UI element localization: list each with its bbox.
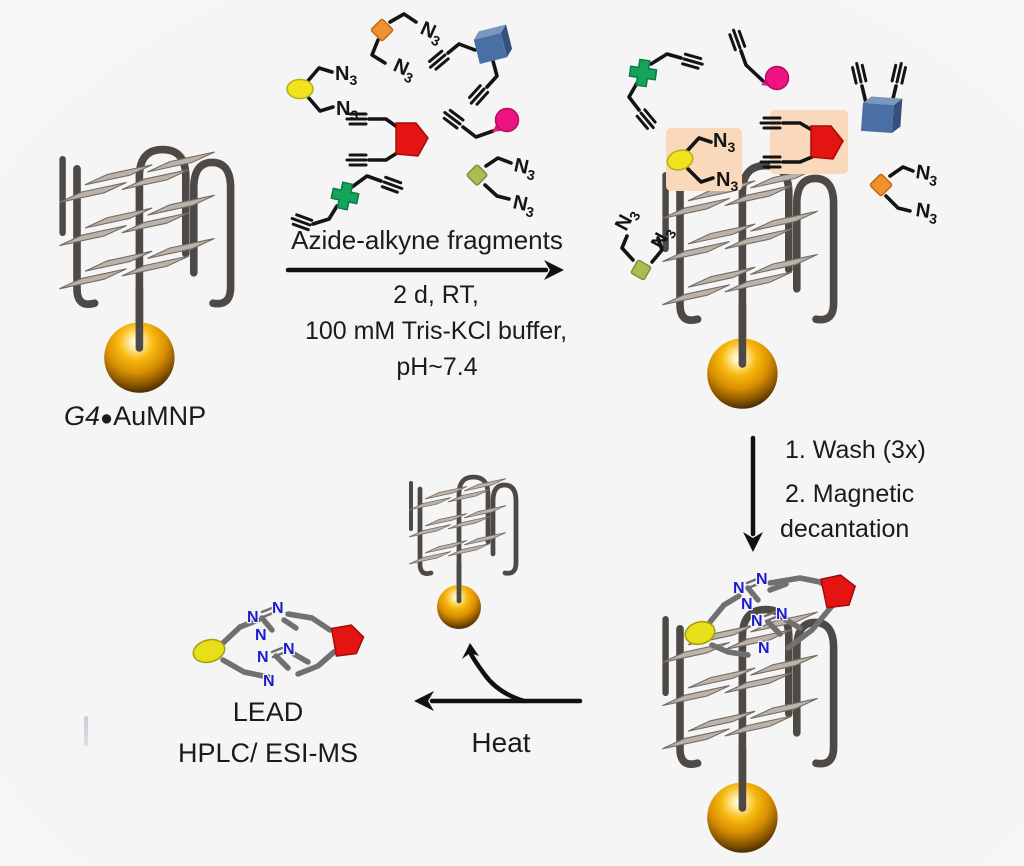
red-pentagon-icon — [330, 624, 365, 657]
blue-block-icon — [473, 24, 513, 64]
azide-label: N3 — [914, 161, 940, 189]
red-pentagon-icon — [395, 122, 429, 157]
fragment-green-bis-alkyne — [288, 174, 406, 232]
edge-artifact — [84, 716, 88, 746]
triazole-n: N — [758, 640, 770, 657]
g4-aumnp-left — [59, 150, 230, 393]
triazole-n: N — [756, 571, 768, 588]
yellow-ellipse-icon — [684, 620, 716, 646]
pink-teardrop-icon — [492, 107, 520, 133]
wash-step-label: 1. Wash (3x) — [785, 436, 926, 464]
fragment-yellow-bis-azide: N3 N3 — [286, 63, 358, 123]
lead-molecule-free: N N N N N N — [192, 599, 365, 691]
g4-label-rest: AuMNP — [113, 401, 207, 431]
triazole-n: N — [751, 613, 763, 630]
reaction-arrow-right — [285, 260, 564, 280]
azide-label: N3 — [511, 154, 538, 183]
triazole-n: N — [283, 641, 295, 658]
olive-diamond-icon — [630, 259, 652, 281]
fragment-red-bis-alkyne — [345, 112, 429, 167]
red-pentagon-icon — [810, 125, 844, 160]
fragment-green-bis-alkyne-2 — [627, 52, 706, 133]
blue-block-icon — [860, 96, 903, 134]
azide-label: N3 — [335, 63, 357, 88]
hplc-esi-ms-label: HPLC/ ESI-MS — [177, 738, 359, 768]
condition-ph: pH~7.4 — [396, 353, 478, 381]
bullet-icon: ● — [100, 405, 114, 430]
condition-buffer: 100 mM Tris-KCl buffer, — [304, 317, 568, 345]
condition-time-temp: 2 d, RT, — [393, 281, 479, 309]
yellow-ellipse-icon — [192, 638, 226, 664]
pink-teardrop-icon — [761, 65, 790, 91]
triazole-n: N — [255, 627, 267, 644]
g4-aumnp-bottom-right — [662, 610, 833, 853]
yellow-ellipse-icon — [286, 78, 314, 100]
magnetic-step-label: 2. Magnetic — [785, 480, 915, 508]
lead-bound-on-g4: N N N N N N — [684, 570, 857, 658]
fragment-orange-bis-azide: N3 N3 — [370, 12, 447, 86]
olive-diamond-icon — [466, 164, 488, 186]
azide-label: N3 — [713, 130, 735, 155]
heat-arrow-left — [414, 643, 583, 711]
fragment-red-bis-alkyne-selected — [759, 110, 848, 174]
azide-label: N3 — [611, 204, 644, 236]
azide-label: N3 — [510, 191, 537, 220]
fragment-blue-bis-alkyne-2 — [850, 60, 908, 134]
azide-alkyne-fragments-label: Azide-alkyne fragments — [291, 225, 563, 255]
red-pentagon-icon — [820, 574, 857, 609]
g4-aumnp-top-right — [662, 166, 833, 409]
azide-label: N3 — [716, 169, 738, 194]
triazole-n: N — [776, 606, 788, 623]
g4-aumnp-label: G4●AuMNP — [64, 401, 206, 432]
orange-diamond-icon — [370, 18, 394, 42]
fragment-orange-bis-azide-2: N3 N3 — [869, 161, 940, 227]
fragment-yellow-bis-azide-selected: N3 N3 — [666, 128, 742, 194]
yellow-ellipse-icon — [666, 149, 694, 171]
azide-label: N3 — [389, 54, 420, 86]
triazole-n: N — [263, 673, 275, 690]
decantation-label: decantation — [780, 515, 910, 543]
azide-label: N3 — [914, 199, 940, 227]
g4-aumnp-small-recycled — [409, 477, 516, 629]
release-curve — [468, 651, 527, 704]
heat-label: Heat — [471, 727, 531, 758]
fragment-pink-mono-alkyne-2 — [727, 26, 790, 91]
triazole-n: N — [741, 596, 753, 613]
fragment-cloud-bound: N3 N3 N3 N3 N3 N3 — [611, 26, 940, 281]
wash-arrow-down — [743, 435, 763, 552]
orange-diamond-icon — [869, 173, 893, 197]
fragment-blue-bis-alkyne — [425, 24, 513, 108]
green-cross-icon — [628, 58, 658, 88]
fragment-cloud-free: N3 N3 N3 N3 — [286, 12, 538, 232]
lead-label: LEAD — [232, 697, 304, 727]
g4-label-italic: G4 — [64, 401, 101, 431]
triazole-n: N — [733, 580, 745, 597]
triazole-n: N — [257, 649, 269, 666]
triazole-n: N — [272, 600, 284, 617]
green-cross-icon — [330, 181, 360, 211]
fragment-olive-bis-azide: N3 N3 — [466, 154, 538, 220]
azide-label: N3 — [416, 17, 447, 49]
triazole-n: N — [247, 609, 259, 626]
selection-highlight — [666, 128, 742, 191]
fragment-pink-mono-alkyne — [440, 107, 520, 139]
